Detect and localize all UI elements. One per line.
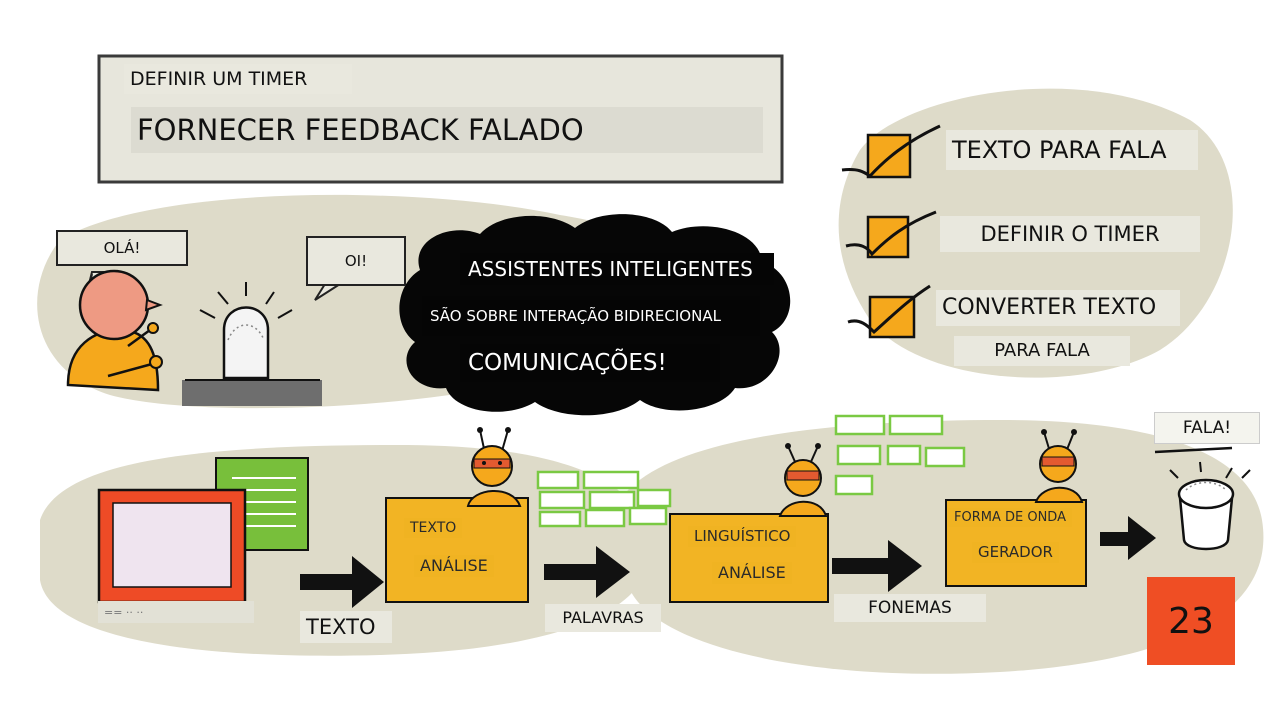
arrow-icon-1 [300, 556, 384, 608]
robot-icon-3 [1034, 429, 1084, 503]
arrow-label-words: PALAVRAS [545, 604, 661, 632]
stage2-label-line2: ANÁLISE [712, 562, 792, 584]
arrow-label-text: TEXTO [300, 611, 392, 643]
arrow-label-phonemes: FONEMAS [834, 594, 986, 622]
phoneme-tiles-icon [834, 414, 966, 496]
header-title: FORNECER FEEDBACK FALADO [131, 107, 763, 153]
arrow-icon-4 [1100, 516, 1156, 560]
checkbox-icon-3 [847, 284, 931, 339]
word-tiles-icon [536, 470, 672, 528]
checklist-item-set-timer: DEFINIR O TIMER [940, 216, 1200, 252]
cloud-line-3: COMUNICAÇÕES! [460, 344, 720, 382]
checkbox-icon-2 [845, 210, 937, 259]
robot-icon-2 [778, 443, 828, 517]
checklist-item-convert-text-line1: CONVERTER TEXTO [936, 290, 1180, 326]
page-number-badge [1147, 577, 1235, 665]
stage3-label-line1: FORMA DE ONDA [948, 508, 1072, 527]
pipeline-blob-right [620, 420, 1264, 674]
stage3-label-line2: GERADOR [972, 542, 1059, 563]
stage2-label-line1: LINGUÍSTICO [688, 526, 797, 547]
header-subtitle: DEFINIR UM TIMER [124, 64, 352, 94]
checklist-item-convert-text-line2: PARA FALA [954, 336, 1130, 366]
screen-caption: == ·· ·· [98, 601, 254, 623]
user-speech-bubble: OLÁ! [56, 230, 188, 266]
cloud-line-1: ASSISTENTES INTELIGENTES [460, 253, 774, 285]
arrow-icon-2 [544, 546, 630, 598]
checklist-item-text-to-speech: TEXTO PARA FALA [946, 130, 1198, 170]
stage-box-text-analysis [385, 497, 529, 603]
device-bubble-tail [314, 283, 341, 301]
page-number: 23 [1168, 600, 1214, 642]
arrow-icon-3 [832, 540, 922, 592]
output-speaker-icon [1154, 446, 1251, 551]
smart-speaker-device [182, 282, 322, 406]
robot-icon-1 [466, 427, 522, 507]
stage1-label-line1: TEXTO [404, 518, 463, 538]
person-character [66, 269, 163, 392]
device-speech-bubble: OI! [306, 236, 406, 286]
cloud-line-2: SÃO SOBRE INTERAÇÃO BIDIRECIONAL [422, 296, 760, 336]
computer-screen-icon [97, 457, 309, 604]
checkbox-icon-1 [841, 124, 941, 179]
output-speech-bubble: FALA! [1154, 412, 1260, 444]
stage1-label-line2: ANÁLISE [414, 555, 494, 577]
